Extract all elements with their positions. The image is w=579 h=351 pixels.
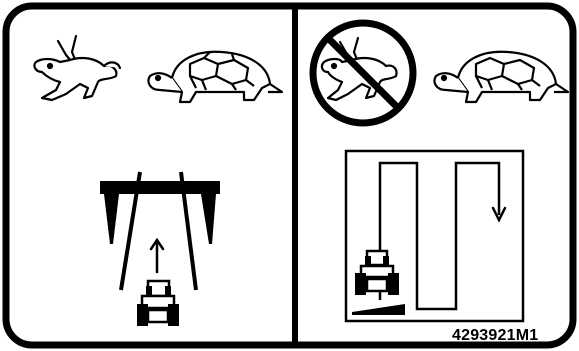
part-number-label: 4293921M1 xyxy=(452,327,538,345)
no-rabbit-prohibition-icon xyxy=(313,23,413,123)
